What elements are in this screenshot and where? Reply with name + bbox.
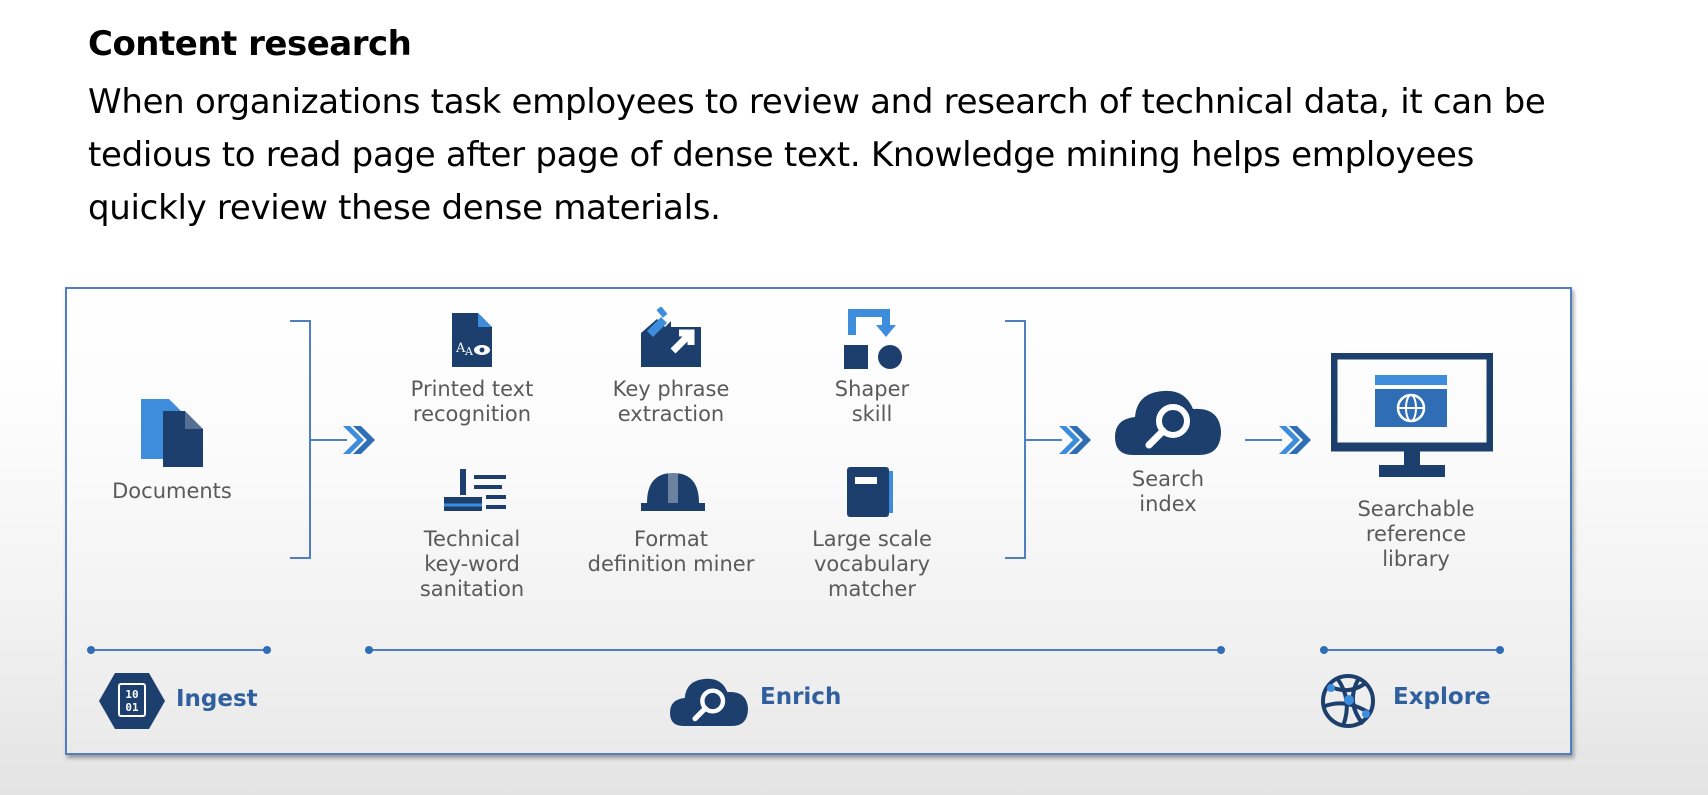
left-bracket xyxy=(290,320,311,559)
ingest-hexagon-icon: 10 01 xyxy=(99,673,165,729)
slide-title: Content research xyxy=(88,24,412,64)
enrich-timeline-start-dot xyxy=(365,646,373,654)
skill-label-vocabulary: Large scale vocabulary matcher xyxy=(812,527,932,601)
skill-label-sanitation: Technical key-word sanitation xyxy=(419,527,525,601)
search-cloud-icon xyxy=(1115,390,1221,455)
explore-label: Explore xyxy=(1393,684,1491,710)
skill-label-format-miner: Format definition miner xyxy=(587,527,755,576)
documents-label: Documents xyxy=(112,479,232,503)
skill-label-printed-text: Printed text recognition xyxy=(410,377,534,426)
key-phrase-icon xyxy=(641,307,701,367)
chevron-arrow-2 xyxy=(1059,426,1091,454)
skill-label-shaper: Shaper skill xyxy=(834,377,910,426)
diagram-connectors xyxy=(87,320,1504,654)
skill-label-key-phrase: Key phrase extraction xyxy=(612,377,730,426)
search-index-label: Search index xyxy=(1131,467,1205,516)
enrich-timeline-end-dot xyxy=(1217,646,1225,654)
knowledge-mining-diagram: Documents A A Printed text recognition K… xyxy=(65,287,1572,755)
ingest-label: Ingest xyxy=(176,686,258,712)
right-bracket xyxy=(1005,320,1026,559)
ingest-timeline-end-dot xyxy=(263,646,271,654)
explore-timeline-end-dot xyxy=(1496,646,1504,654)
explore-timeline-start-dot xyxy=(1320,646,1328,654)
svg-text:A: A xyxy=(455,341,466,356)
explore-globe-icon xyxy=(1321,674,1375,728)
library-label: Searchable reference library xyxy=(1357,497,1475,571)
notebook-icon xyxy=(847,467,893,517)
monitor-icon xyxy=(1331,353,1493,477)
ingest-timeline-start-dot xyxy=(87,646,95,654)
enrich-label: Enrich xyxy=(760,684,842,710)
binary-text-bottom: 01 xyxy=(125,701,139,714)
enrich-cloud-icon xyxy=(670,678,748,727)
binary-text-top: 10 xyxy=(125,688,138,701)
shaper-icon xyxy=(844,309,902,369)
document-eye-icon: A A xyxy=(452,313,492,367)
chevron-arrow-1 xyxy=(343,426,375,454)
hardhat-icon xyxy=(641,473,705,511)
svg-text:A: A xyxy=(464,345,474,358)
slide-body-text: When organizations task employees to rev… xyxy=(88,82,1546,228)
chevron-arrow-3 xyxy=(1279,426,1311,454)
documents-icon xyxy=(141,399,203,467)
broom-icon xyxy=(444,469,506,511)
